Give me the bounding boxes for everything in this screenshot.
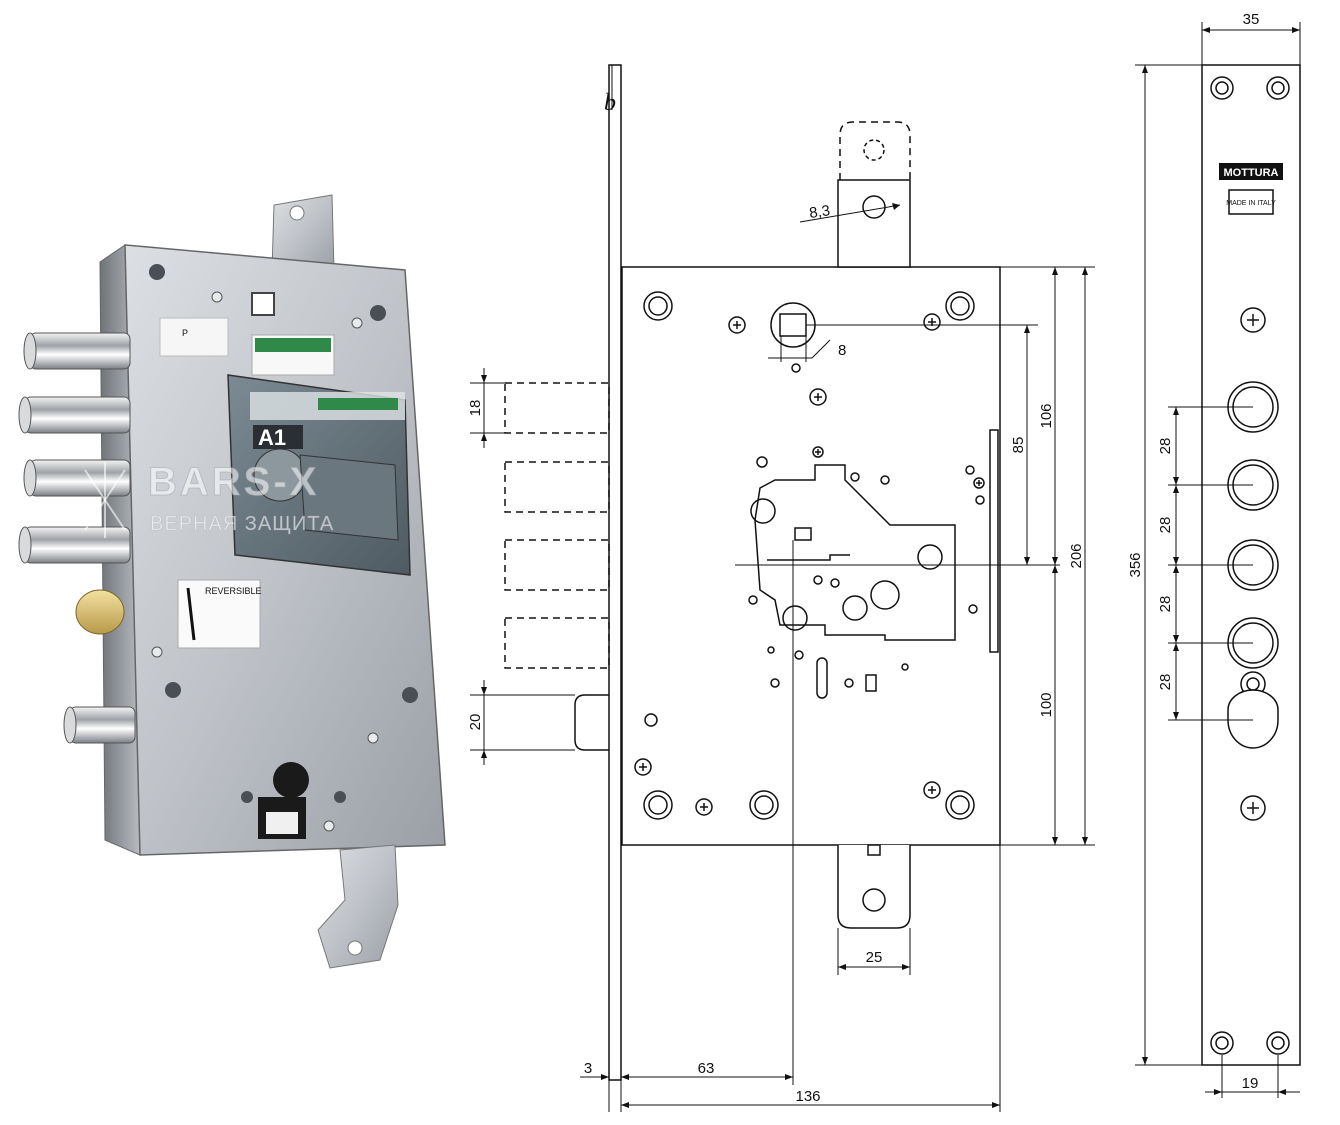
serial-sticker-band xyxy=(255,338,331,352)
brand-label: MOTTURA xyxy=(1224,167,1279,179)
corner-mark: b xyxy=(604,90,616,116)
dim-latch-height: 20 xyxy=(467,714,484,731)
plate-label-band xyxy=(318,398,398,410)
bolts-retracted xyxy=(504,382,610,669)
screwdriver-icon xyxy=(186,587,196,641)
watermark: BARS-X ВЕРНАЯ ЗАЩИТА xyxy=(84,460,334,538)
dim-spindle-to-center: 85 xyxy=(1010,437,1027,454)
dim-rod-width: 25 xyxy=(866,949,883,966)
sticker-text: REVERSIBLE xyxy=(205,586,262,596)
plate-mark-box xyxy=(253,425,303,449)
dim-faceplate-width: 35 xyxy=(1243,11,1260,28)
cert-mark: P xyxy=(182,328,188,338)
case-outline xyxy=(621,266,1001,846)
snowflake-icon xyxy=(84,462,126,538)
dim-case-width: 136 xyxy=(795,1088,820,1105)
watermark-subtitle: ВЕРНАЯ ЗАЩИТА xyxy=(150,513,334,535)
lock-photo: P A1 REVERSIBLE xyxy=(18,194,446,969)
latch-bolt xyxy=(75,589,125,635)
top-rod xyxy=(837,179,911,268)
rod-tab xyxy=(867,844,881,856)
case-holes xyxy=(643,291,975,820)
dim-cam-hole: 8,3 xyxy=(808,202,831,222)
gear-plate xyxy=(299,454,399,541)
bottom-rod-bracket xyxy=(317,844,399,969)
mechanism-outline xyxy=(754,464,956,641)
brand-badge xyxy=(1219,163,1283,180)
top-rod-extended xyxy=(839,121,911,180)
rod-hole xyxy=(862,195,886,219)
screw-icons xyxy=(634,313,985,816)
rod-hole xyxy=(347,940,363,956)
front-arrowheads xyxy=(481,203,1088,1108)
dim-spindle: 8 xyxy=(838,342,846,359)
faceplate-strip xyxy=(608,64,622,1081)
faceplate-arrowheads xyxy=(1142,27,1300,1095)
origin-badge xyxy=(1228,189,1274,215)
case-screws xyxy=(149,264,418,803)
rod-hole-extended xyxy=(863,139,885,161)
dim-bolt-pitch: 28 xyxy=(1157,438,1174,455)
dim-spindle-to-top: 106 xyxy=(1038,403,1055,428)
spindle-hole xyxy=(251,292,275,316)
plate-mark: A1 xyxy=(258,425,286,450)
dim-backset: 63 xyxy=(698,1060,715,1077)
dim-faceplate-length: 356 xyxy=(1127,552,1144,577)
rod-hole xyxy=(862,888,886,912)
watermark-title: BARS-X xyxy=(148,460,319,504)
dim-bolt-pitch: 28 xyxy=(1157,517,1174,534)
bottom-rod xyxy=(837,845,911,929)
dim-bolt-height: 18 xyxy=(467,400,484,417)
faceplate-holes xyxy=(1210,76,1290,1055)
dim-case-height: 206 xyxy=(1068,543,1085,568)
front-view-drawing xyxy=(504,64,1001,1081)
rod-hole xyxy=(289,205,305,221)
dim-faceplate-thickness: 3 xyxy=(584,1060,592,1077)
edge-plate xyxy=(989,429,999,653)
faceplate-screw-icons xyxy=(1240,307,1266,821)
dim-center-to-bottom: 100 xyxy=(1038,692,1055,717)
cert-sticker xyxy=(159,317,229,357)
cylinder-cutout xyxy=(258,762,309,839)
dim-bolt-pitch: 28 xyxy=(1157,596,1174,613)
dim-bolt-pitch: 28 xyxy=(1157,674,1174,691)
dim-hole-spacing: 19 xyxy=(1242,1075,1259,1092)
latch xyxy=(574,694,609,751)
mechanism-parts xyxy=(748,456,985,699)
origin-label: MADE IN ITALY xyxy=(1226,200,1276,207)
